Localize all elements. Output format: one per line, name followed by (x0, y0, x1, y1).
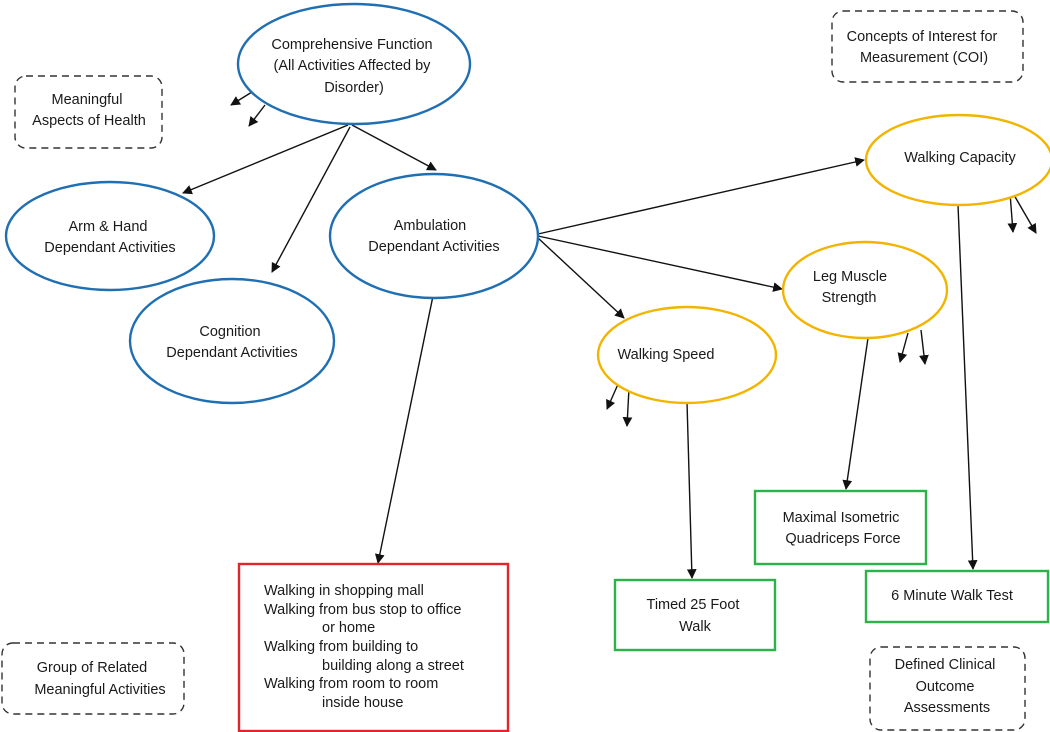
legend-meaningful-aspects-line-1: Meaningful (52, 92, 123, 108)
connector-arrows (182, 91, 1037, 579)
arrow-leg-muscle-stub-2 (919, 329, 929, 365)
arm-hand-line-1: Arm & Hand (68, 219, 147, 235)
arrow-ambulation-to-leg-muscle (537, 235, 783, 292)
node-walking-capacity: Walking Capacity (864, 113, 1050, 207)
svg-text:Meaningful Aspects of He: Meaningful Aspects of Health (32, 92, 146, 129)
node-activities-list: Walking in shopping mall Walking from bu… (237, 562, 510, 732)
legend-meaningful-aspects-line-2: Aspects of Health (32, 113, 146, 129)
legend-concepts-of-interest: Concepts of Interest for Measurement (CO… (831, 10, 1024, 83)
activity-line-4: Walking from building to (264, 639, 418, 655)
legend-group-related-line-2: Meaningful Activities (34, 682, 165, 698)
legend-concepts-line-2: Measurement (COI) (860, 50, 988, 66)
legend-group-related-line-1: Group of Related (37, 660, 147, 676)
legend-group-related: Group of Related Meaningful Activities (1, 642, 185, 715)
comprehensive-line-1: Comprehensive Function (271, 37, 432, 53)
svg-text:Walking Capacity: Walking Capacity (904, 150, 1016, 166)
svg-text:6 Minute Walk Test: 6 Minute Walk Test (891, 588, 1013, 604)
arrow-walking-capacity-stub-1 (1007, 192, 1018, 233)
arrow-walking-capacity-to-six-minute (957, 204, 978, 570)
arrow-comprehensive-to-ambulation (351, 124, 437, 171)
node-cognition: Cognition Dependant Activities (128, 277, 336, 405)
arrow-comprehensive-to-cognition (271, 126, 351, 273)
svg-text:Maximal Isometric Quadri: Maximal Isometric Quadriceps Force (783, 510, 904, 547)
ambulation-line-1: Ambulation (394, 218, 467, 234)
activity-line-7: inside house (322, 695, 403, 711)
quadriceps-line-1: Maximal Isometric (783, 510, 900, 526)
svg-text:Leg Muscle Strength: Leg Muscle Strength (813, 269, 891, 306)
activity-line-5: building along a street (322, 658, 464, 674)
walking-capacity-label: Walking Capacity (904, 150, 1016, 166)
arrow-ambulation-to-activities (374, 295, 434, 564)
arrow-ambulation-to-walking-capacity (537, 157, 865, 235)
svg-text:Ambulation Dependant Act: Ambulation Dependant Activities (368, 218, 499, 255)
legend-concepts-line-1: Concepts of Interest for (847, 29, 998, 45)
svg-text:Arm & Hand Dependant Act: Arm & Hand Dependant Activities (44, 219, 175, 256)
arrow-walking-speed-stub-2 (622, 387, 633, 427)
leg-muscle-line-1: Leg Muscle (813, 269, 887, 285)
node-six-minute-walk-test: 6 Minute Walk Test (864, 569, 1050, 624)
arm-hand-line-2: Dependant Activities (44, 240, 175, 256)
activity-line-6: Walking from room to room (264, 676, 438, 692)
comprehensive-line-2: (All Activities Affected by (274, 58, 432, 74)
comprehensive-line-3: Disorder) (324, 80, 384, 96)
svg-text:Walking Speed: Walking Speed (618, 347, 715, 363)
arrow-ambulation-to-walking-speed (537, 237, 625, 319)
timed-25-line-1: Timed 25 Foot (647, 597, 740, 613)
arrow-leg-muscle-stub-1 (897, 332, 909, 363)
arrow-walking-capacity-stub-2 (1013, 194, 1037, 234)
legend-defined-clinical-line-2: Outcome (916, 679, 975, 695)
node-timed-25-foot-walk: Timed 25 Foot Walk (613, 578, 777, 652)
svg-text:Cognition Dependant Acti: Cognition Dependant Activities (166, 324, 297, 361)
ambulation-line-2: Dependant Activities (368, 239, 499, 255)
cognition-line-2: Dependant Activities (166, 345, 297, 361)
activity-line-1: Walking in shopping mall (264, 583, 424, 599)
legend-meaningful-aspects: Meaningful Aspects of Health (14, 75, 163, 149)
node-comprehensive-function: Comprehensive Function (All Activities A… (236, 2, 472, 126)
walking-speed-label: Walking Speed (618, 347, 715, 363)
arrow-comprehensive-stub-1 (230, 91, 253, 106)
node-walking-speed: Walking Speed (596, 305, 778, 405)
leg-muscle-line-2: Strength (822, 290, 877, 306)
node-quadriceps-force: Maximal Isometric Quadriceps Force (753, 489, 928, 566)
legend-defined-clinical: Defined Clinical Outcome Assessments (869, 646, 1026, 731)
legend-defined-clinical-line-3: Assessments (904, 700, 990, 716)
svg-text:Concepts of Interest for: Concepts of Interest for Measurement (CO… (847, 29, 1002, 66)
arrow-comprehensive-stub-2 (248, 104, 266, 127)
arrow-comprehensive-to-arm-hand (182, 124, 349, 195)
cognition-line-1: Cognition (199, 324, 260, 340)
node-ambulation: Ambulation Dependant Activities (328, 172, 540, 300)
legend-defined-clinical-line-1: Defined Clinical (895, 657, 996, 673)
activity-line-2: Walking from bus stop to office (264, 602, 461, 618)
svg-text:Timed 25 Foot Walk: Timed 25 Foot Walk (647, 597, 744, 635)
quadriceps-line-2: Quadriceps Force (785, 531, 900, 547)
activity-line-3: or home (322, 620, 375, 636)
six-minute-label: 6 Minute Walk Test (891, 588, 1013, 604)
node-leg-muscle: Leg Muscle Strength (781, 240, 949, 340)
node-arm-hand: Arm & Hand Dependant Activities (4, 180, 216, 292)
svg-text:Defined Clinical Outcome: Defined Clinical Outcome Assessments (895, 657, 1000, 716)
svg-text:Group of Related Meaning: Group of Related Meaningful Activities (34, 660, 165, 698)
arrow-walking-speed-to-timed-25 (686, 401, 697, 579)
arrow-leg-muscle-to-quadriceps (842, 337, 869, 490)
svg-text:Comprehensive Function (: Comprehensive Function (All Activities A… (271, 37, 436, 96)
timed-25-line-2: Walk (679, 619, 711, 635)
svg-text:Walking in shopping mall: Walking in shopping mall Walking from bu… (264, 583, 468, 711)
arrow-walking-speed-stub-1 (606, 381, 620, 410)
